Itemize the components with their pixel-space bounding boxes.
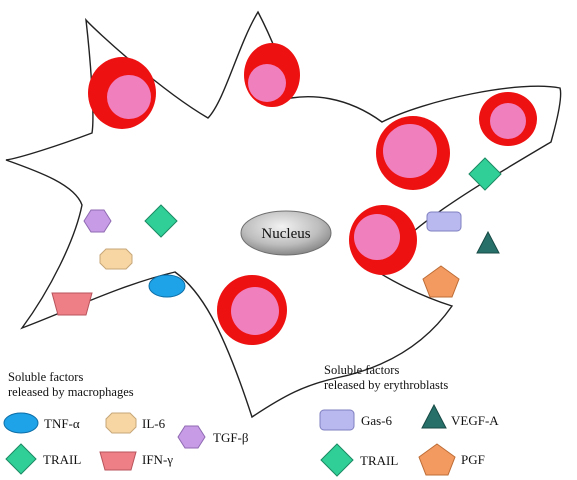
erythroblast	[244, 43, 300, 107]
vegf-a-triangle-icon	[476, 230, 500, 254]
erythroblast	[349, 205, 417, 275]
trail-legend-icon	[5, 443, 37, 475]
legend-item-trail-erythroblast: TRAIL	[360, 453, 398, 468]
pgf-legend-icon	[418, 443, 456, 476]
tnf-alpha-ellipse-icon	[148, 274, 186, 298]
gas6-legend-icon	[319, 409, 355, 431]
erythroblast	[88, 57, 156, 129]
pgf-pentagon-icon	[422, 265, 460, 298]
legend-item-trail: TRAIL	[43, 452, 81, 467]
il6-legend-icon	[105, 412, 137, 434]
ifn-gamma-legend-icon	[99, 451, 137, 471]
legend-item-pgf: PGF	[461, 452, 485, 467]
legend-macrophages-heading-line2: released by macrophages	[8, 385, 134, 399]
erythroblast	[217, 275, 287, 345]
tnf-alpha-legend-icon	[3, 412, 39, 434]
ifn-gamma-trapezoid-icon	[51, 292, 93, 316]
tgf-beta-hexagon-icon	[83, 209, 112, 233]
nucleus-label: Nucleus	[261, 226, 310, 242]
legend-item-tgf-beta: TGF-β	[213, 430, 249, 445]
nucleus: Nucleus	[240, 210, 332, 256]
legend-erythroblasts: Soluble factors released by erythroblast…	[319, 363, 499, 477]
legend-item-tnf-alpha: TNF-α	[44, 416, 80, 431]
il6-octagon-icon	[99, 248, 133, 270]
legend-macrophages-heading-line1: Soluble factors	[8, 370, 83, 384]
erythroblast	[376, 116, 450, 190]
tgf-beta-legend-icon	[177, 425, 206, 449]
legend-macrophages: Soluble factors released by macrophages …	[3, 370, 249, 475]
legend-item-ifn-gamma: IFN-γ	[142, 452, 173, 467]
gas6-rectangle-icon	[426, 211, 462, 232]
legend-erythroblasts-heading-line1: Soluble factors	[324, 363, 399, 377]
trail-diamond-icon	[144, 204, 178, 238]
legend-item-vegf-a: VEGF-A	[451, 413, 499, 428]
trail-legend-icon	[320, 443, 354, 477]
legend-item-gas6: Gas-6	[361, 413, 393, 428]
legend-item-il6: IL-6	[142, 416, 166, 431]
vegf-a-legend-icon	[421, 403, 447, 429]
erythroblast	[479, 92, 537, 146]
legend-erythroblasts-heading-line2: released by erythroblasts	[324, 378, 448, 392]
trail-diamond-icon	[468, 157, 502, 191]
